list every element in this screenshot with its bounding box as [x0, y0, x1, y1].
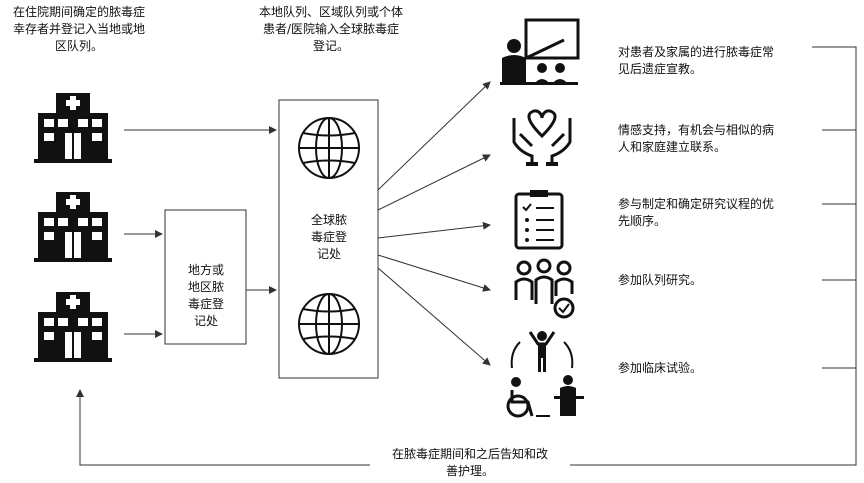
bottom-caption: 在脓毒症期间和之后告知和改 善护理。 — [370, 446, 570, 480]
outcome-text: 对患者及家属的进行脓毒症常 见后遗症宣教。 — [618, 45, 775, 76]
outcome-text: 参与制定和确定研究议程的优 先顺序。 — [618, 197, 775, 228]
arrow-to-outcome — [377, 221, 491, 239]
outcome-text: 参加临床试验。 — [618, 361, 703, 375]
arrow-to-outcome — [377, 81, 491, 191]
top-center-caption: 本地队列、区域队列或个体 患者/医院输入全球脓毒症 登记。 — [258, 5, 403, 53]
arrow-to-outcome — [377, 254, 491, 292]
outcome-text: 情感支持，有机会与相似的病 人和家庭建立联系。 — [618, 123, 775, 154]
right-bracket-line — [76, 46, 857, 466]
globe-icon — [298, 293, 360, 355]
presentation-icon — [500, 18, 580, 85]
heart-hands-icon — [512, 109, 572, 166]
outcome-text: 参加队列研究。 — [618, 273, 703, 287]
arrow-to-outcome — [377, 267, 491, 366]
hospital-icon — [34, 292, 112, 362]
global-registry-label: 全球脓 毒症登 记处 — [310, 213, 347, 261]
hospital-icon — [34, 192, 112, 262]
checklist-icon — [514, 190, 564, 250]
arrow-to-outcome — [377, 154, 491, 211]
local-registry-box — [164, 209, 247, 345]
top-left-caption: 在住院期间确定的脓毒症 幸存者并登记入当地或地 区队列。 — [12, 5, 145, 53]
group-people-icon — [514, 258, 575, 319]
clinical-trial-icon — [506, 331, 584, 418]
hospital-icon — [34, 93, 112, 163]
local-registry-label: 地方或 地区脓 毒症登 记处 — [187, 263, 224, 328]
globe-icon — [298, 117, 360, 179]
